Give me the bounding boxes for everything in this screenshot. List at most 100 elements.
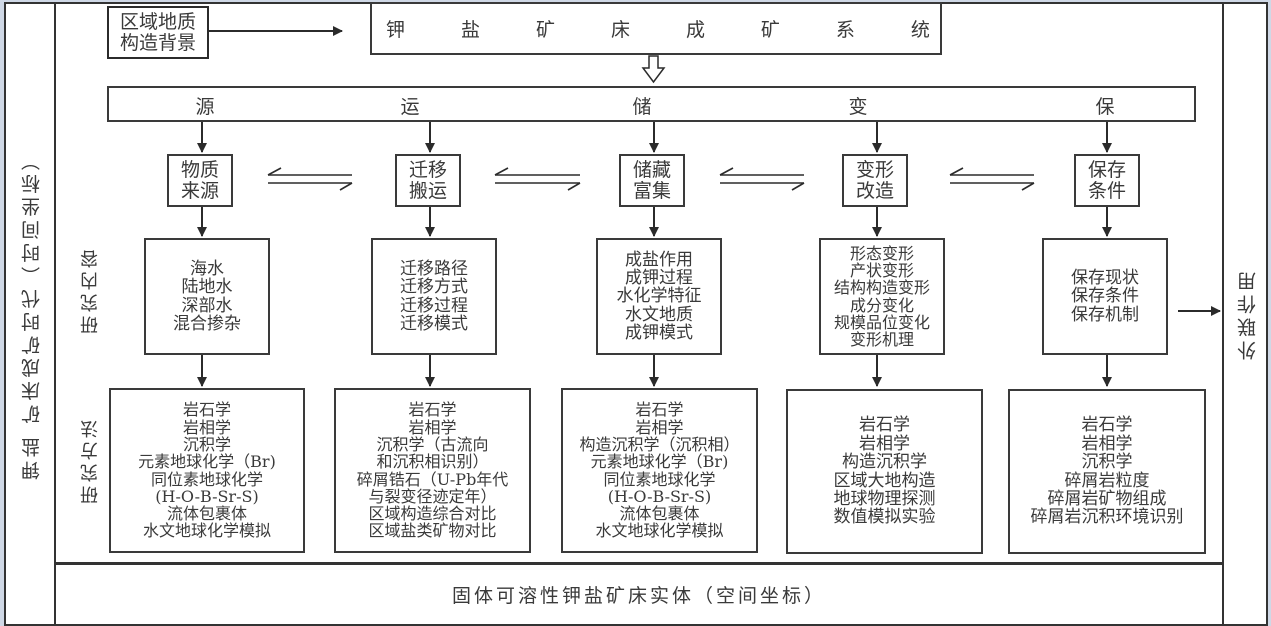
content-line: 成钾过程 — [625, 267, 693, 288]
content-line: 规模品位变化 — [833, 312, 930, 332]
stage-header-transport: 运 — [400, 96, 420, 118]
method-line: 沉积学 — [1081, 452, 1133, 473]
process-line: 富集 — [632, 179, 671, 202]
content-line: 混合掺杂 — [173, 313, 241, 334]
content-line: 迁移过程 — [400, 295, 468, 316]
content-line: 迁移模式 — [400, 313, 468, 334]
methods-box-source: 岩石学 岩相学 沉积学 元素地球化学（Br) 同位素地球化学 (H-O-B-Sr… — [109, 388, 305, 553]
content-line: 水化学特征 — [616, 286, 702, 307]
content-line: 水文地质 — [625, 304, 693, 325]
method-line: 流体包裹体 — [619, 504, 700, 524]
space-axis-panel: 固体可溶性钾盐矿床实体（空间坐标） — [54, 563, 1224, 626]
process-line: 条件 — [1087, 179, 1126, 202]
method-line: 地球物理探测 — [833, 488, 936, 509]
background-line: 构造背景 — [119, 31, 196, 54]
method-line: 同位素地球化学 — [150, 469, 263, 489]
method-line: 岩相学 — [408, 417, 457, 437]
method-line: 岩石学 — [635, 400, 684, 420]
method-line: (H-O-B-Sr-S) — [607, 486, 712, 506]
method-line: 岩石学 — [859, 415, 910, 436]
content-line: 成分变化 — [849, 295, 914, 315]
method-line: 元素地球化学（Br) — [138, 452, 276, 472]
content-line: 变形机理 — [849, 330, 914, 350]
title-char: 系 — [835, 19, 855, 41]
content-line: 产状变形 — [849, 260, 914, 280]
content-line: 成盐作用 — [625, 249, 693, 270]
content-line: 保存条件 — [1071, 286, 1139, 307]
content-box-storage: 成盐作用 成钾过程 水化学特征 水文地质 成钾模式 — [596, 238, 722, 355]
stage-header-storage: 储 — [632, 96, 652, 118]
method-line: 碎屑岩粒度 — [1064, 470, 1150, 491]
methods-box-transport: 岩石学 岩相学 沉积学（古流向 和沉积相识别） 碎屑锆石（U-Pb年代 与裂变径… — [334, 388, 531, 553]
process-box-deformation: 变形 改造 — [842, 154, 908, 207]
method-line: 元素地球化学（Br) — [590, 452, 729, 472]
content-box-preservation: 保存现状 保存条件 保存机制 — [1042, 238, 1168, 355]
method-line: 与裂变径迹定年） — [368, 486, 497, 506]
process-line: 变形 — [855, 158, 894, 181]
content-line: 保存机制 — [1071, 304, 1139, 325]
method-line: 沉积学（古流向 — [376, 434, 489, 454]
method-line: 水文地球化学模拟 — [142, 521, 271, 541]
method-line: 岩相学 — [182, 417, 231, 437]
process-line: 物质 — [180, 158, 219, 181]
method-line: 区域大地构造 — [833, 470, 936, 491]
process-line: 改造 — [855, 179, 894, 202]
methods-box-preservation: 岩石学 岩相学 沉积学 碎屑岩粒度 碎屑岩矿物组成 碎屑岩沉积环境识别 — [1008, 389, 1206, 554]
methods-box-deformation: 岩石学 岩相学 构造沉积学 区域大地构造 地球物理探测 数值模拟实验 — [786, 389, 983, 554]
methods-box-storage: 岩石学 岩相学 构造沉积学（沉积相） 元素地球化学（Br) 同位素地球化学 (H… — [561, 388, 758, 553]
method-line: 碎屑岩矿物组成 — [1047, 488, 1167, 509]
title-char: 床 — [610, 19, 630, 41]
method-line: 数值模拟实验 — [833, 507, 936, 528]
content-line: 陆地水 — [181, 277, 233, 298]
method-line: 岩相学 — [635, 417, 684, 437]
process-box-transport: 迁移 搬运 — [395, 154, 461, 207]
process-box-preservation: 保存 条件 — [1074, 154, 1140, 207]
content-line: 深部水 — [181, 295, 233, 316]
title-char: 矿 — [535, 19, 555, 41]
stage-header-deformation: 变 — [848, 96, 868, 118]
method-line: 岩石学 — [1081, 415, 1133, 436]
method-line: (H-O-B-Sr-S) — [155, 486, 259, 506]
stage-header-source: 源 — [195, 96, 215, 118]
process-line: 保存 — [1087, 158, 1126, 181]
method-line: 岩相学 — [1081, 433, 1133, 454]
content-line: 海水 — [190, 258, 224, 279]
geologic-background-box: 区域地质 构造背景 — [107, 6, 209, 59]
process-box-storage: 储藏 富集 — [619, 154, 685, 207]
content-line: 迁移方式 — [400, 277, 468, 298]
method-line: 同位素地球化学 — [603, 469, 716, 489]
content-line: 成钾模式 — [625, 323, 693, 344]
stage-header-preservation: 保 — [1095, 96, 1115, 118]
time-axis-panel: 钾盐 矿床成矿时代（时间坐标） — [4, 2, 56, 626]
method-line: 构造沉积学 — [842, 452, 927, 473]
research-content-label: 研究内容 — [80, 246, 101, 334]
title-char: 统 — [910, 19, 930, 41]
process-line: 来源 — [180, 179, 219, 202]
method-line: 和沉积相识别） — [376, 452, 489, 472]
external-interaction-panel: 外联作用 — [1222, 2, 1268, 626]
content-line: 形态变形 — [849, 243, 914, 263]
method-line: 区域盐类矿物对比 — [368, 521, 497, 541]
method-line: 岩石学 — [182, 400, 231, 420]
method-line: 区域构造综合对比 — [368, 504, 497, 524]
external-interaction-label: 外联作用 — [1237, 268, 1259, 360]
process-line: 搬运 — [408, 179, 447, 202]
content-line: 迁移路径 — [400, 258, 468, 279]
method-line: 岩石学 — [408, 400, 457, 420]
time-axis-label: 钾盐 矿床成矿时代（时间坐标） — [21, 147, 43, 481]
method-line: 碎屑锆石（U-Pb年代 — [356, 469, 509, 489]
content-line: 保存现状 — [1071, 267, 1139, 288]
content-line: 结构构造变形 — [833, 278, 930, 298]
content-box-source: 海水 陆地水 深部水 混合掺杂 — [144, 238, 270, 355]
method-line: 水文地球化学模拟 — [595, 521, 724, 541]
background-line: 区域地质 — [119, 10, 196, 33]
process-line: 储藏 — [632, 158, 671, 181]
content-box-transport: 迁移路径 迁移方式 迁移过程 迁移模式 — [371, 238, 497, 355]
title-char: 盐 — [460, 19, 480, 41]
method-line: 构造沉积学（沉积相） — [579, 434, 740, 454]
method-line: 流体包裹体 — [166, 504, 247, 524]
process-box-source: 物质 来源 — [167, 154, 233, 207]
process-line: 迁移 — [408, 158, 447, 181]
title-char: 钾 — [386, 19, 406, 41]
title-char: 成 — [685, 19, 705, 41]
